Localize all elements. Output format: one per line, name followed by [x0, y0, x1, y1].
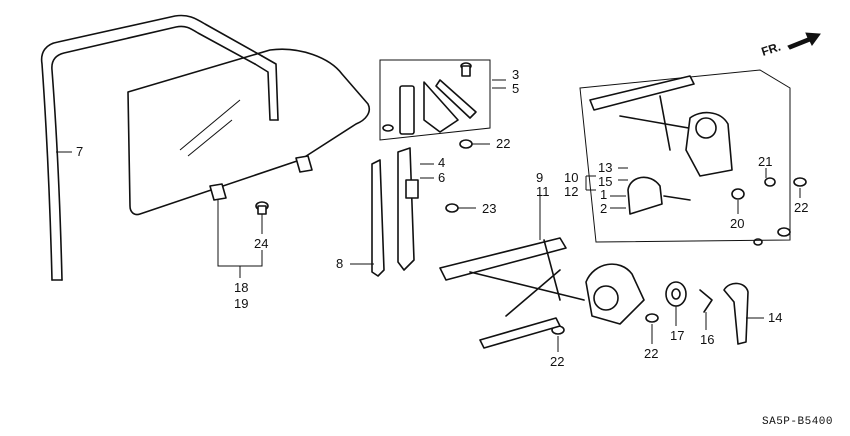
part-label-3: 3 — [512, 67, 519, 82]
part-label-23: 23 — [482, 201, 496, 216]
part-label-17: 17 — [670, 328, 684, 343]
part-label-13: 13 — [598, 160, 612, 175]
part-label-12: 12 — [564, 184, 578, 199]
part-label-1: 1 — [600, 187, 607, 202]
manual-regulator-part — [439, 237, 645, 349]
part-label-14: 14 — [768, 310, 782, 325]
front-arrow-icon — [787, 32, 821, 50]
stabilizer-inset — [379, 59, 491, 141]
direction-label: FR. — [760, 40, 783, 59]
power-regulator-inset — [579, 69, 791, 243]
bolt-24-part — [255, 201, 269, 215]
part-label-22-b: 22 — [794, 200, 808, 215]
part-label-2: 2 — [600, 201, 607, 216]
handle-parts — [665, 281, 749, 345]
part-label-5: 5 — [512, 81, 519, 96]
part-label-6: 6 — [438, 170, 445, 185]
part-label-22-a: 22 — [496, 136, 510, 151]
part-label-16: 16 — [700, 332, 714, 347]
part-label-10: 10 — [564, 170, 578, 185]
part-label-24: 24 — [254, 236, 268, 251]
part-label-22-d: 22 — [644, 346, 658, 361]
part-label-4: 4 — [438, 155, 445, 170]
diagram-code: SA5P-B5400 — [762, 416, 833, 428]
rear-channel-part-8 — [371, 159, 385, 277]
part-label-18: 18 — [234, 280, 248, 295]
part-label-7: 7 — [76, 144, 83, 159]
part-label-20: 20 — [730, 216, 744, 231]
part-label-22-c: 22 — [550, 354, 564, 369]
part-label-9: 9 — [536, 170, 543, 185]
leader-lines — [56, 79, 801, 352]
part-label-19: 19 — [234, 296, 248, 311]
part-label-15: 15 — [598, 174, 612, 189]
part-label-21: 21 — [758, 154, 772, 169]
part-label-8: 8 — [336, 256, 343, 271]
door-glass-part — [127, 48, 371, 216]
center-channel-part-4 — [397, 147, 419, 271]
front-direction-indicator: FR. — [760, 32, 821, 59]
part-labels: 7 3 5 22 4 6 23 8 9 11 10 12 13 15 1 2 2… — [76, 67, 808, 369]
part-label-11: 11 — [536, 184, 550, 199]
run-channel-part — [40, 14, 279, 281]
